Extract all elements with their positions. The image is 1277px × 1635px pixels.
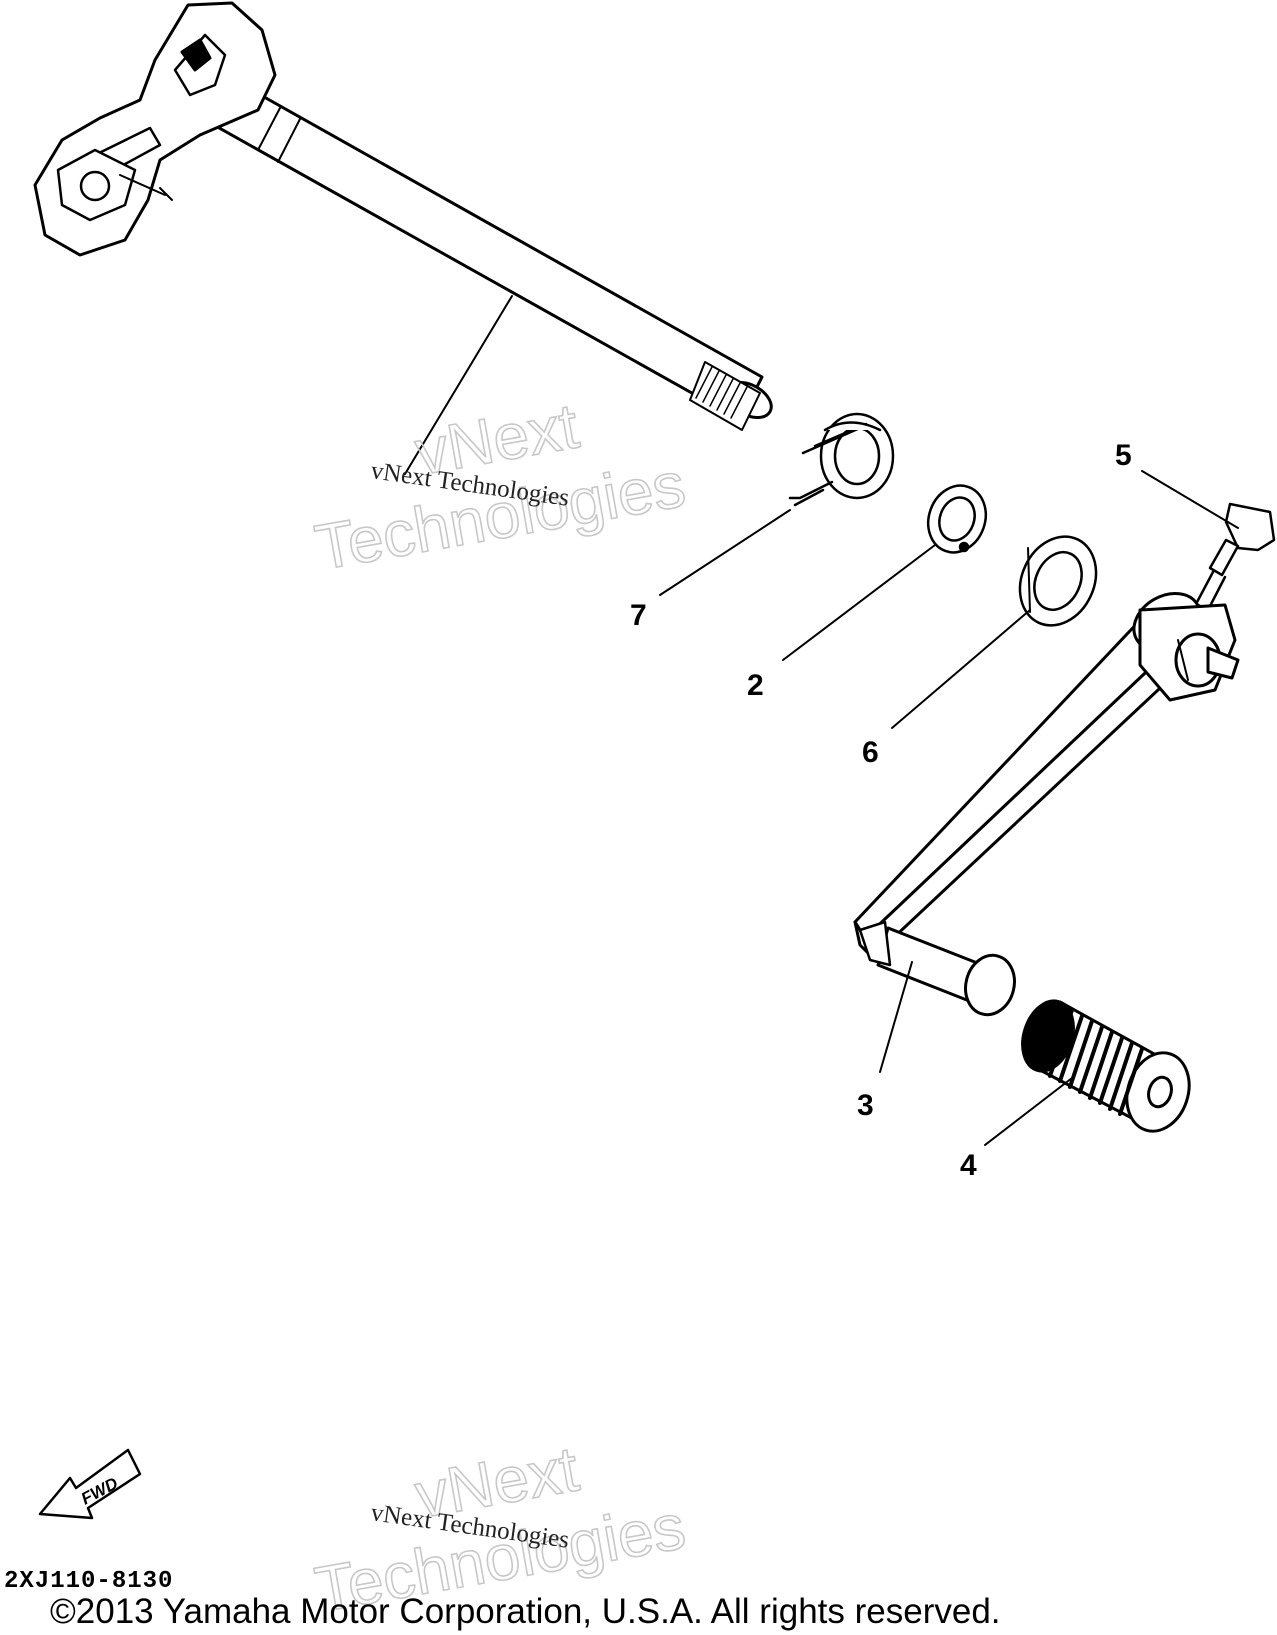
callout-4: 4 <box>960 1149 977 1182</box>
return-spring <box>788 412 895 507</box>
circlip <box>926 484 988 554</box>
shift-shaft <box>33 1 773 431</box>
bolt <box>1191 502 1276 618</box>
diagram-code: 2XJ110-8130 <box>4 1568 174 1595</box>
callout-7: 7 <box>630 599 647 632</box>
callout-5: 5 <box>1115 439 1132 472</box>
watermark-top: vNext Technologies vNext Technologies <box>309 389 691 585</box>
fwd-arrow-icon: FWD <box>38 1448 142 1520</box>
callout-3: 3 <box>857 1089 874 1122</box>
leader-lines <box>404 295 1239 1146</box>
pedal-rubber <box>1021 999 1191 1133</box>
callout-2: 2 <box>747 669 764 702</box>
washer <box>1018 535 1098 627</box>
callout-6: 6 <box>862 736 879 769</box>
shift-pedal <box>853 591 1240 1017</box>
copyright-notice: ©2013 Yamaha Motor Corporation, U.S.A. A… <box>50 1592 1001 1631</box>
